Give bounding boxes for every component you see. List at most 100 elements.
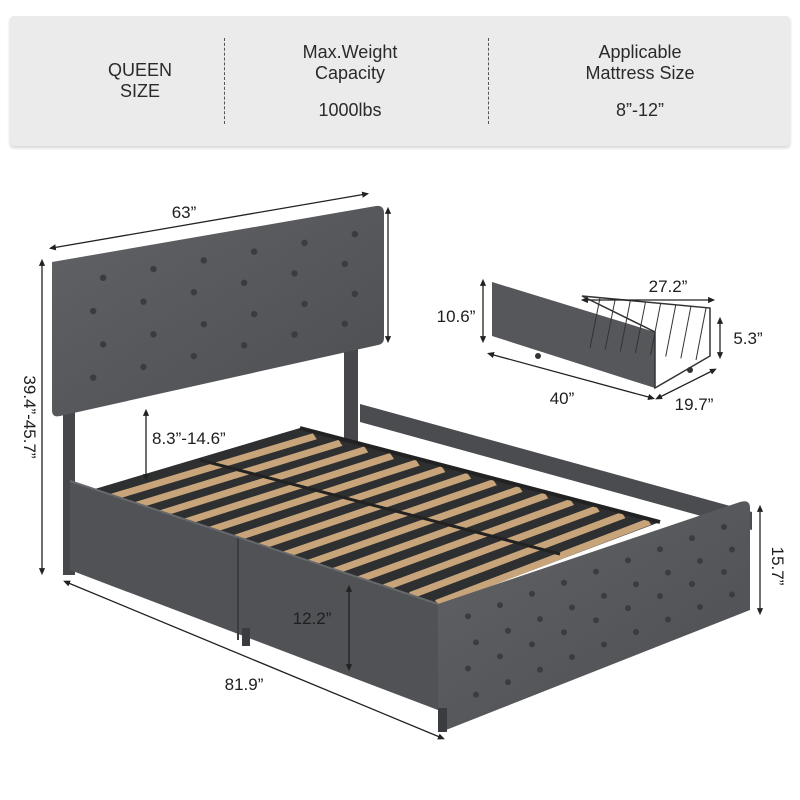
footboard-tuft [537,666,543,673]
footboard-tuft [497,602,503,609]
dim-overall-height: 39.4”-45.7” [20,375,39,458]
tufted-headboard [52,205,384,417]
wood-slat [357,499,574,583]
headboard-tuft [351,290,359,298]
wood-slat [435,518,652,607]
wood-slat [409,512,626,599]
dim-headboard-adjust: 8.3”-14.6” [152,429,226,448]
headboard-tuft [140,363,147,371]
footboard-tuft [697,603,703,610]
footboard-tuft [729,546,735,553]
wood-slat [175,453,394,528]
headboard-tuft [291,331,298,338]
footboard-tuft [633,581,639,588]
footboard-tuft [569,604,575,611]
footboard-tuft [529,641,535,648]
footboard-tuft [665,616,671,623]
headboard-tuft [150,331,157,338]
footboard-tuft [561,579,567,586]
spec-mattress-value: 8”-12” [615,99,664,120]
headboard-tuft [150,265,157,273]
wood-slat [253,472,472,552]
headboard-tuft [240,279,248,287]
footboard-tuft [569,654,575,661]
wood-slat [279,479,497,559]
dim-footboard-height: 15.7” [768,547,787,586]
dim-drawer-depth: 27.2” [649,277,688,296]
footboard-tuft [529,590,535,597]
footboard-tuft [625,605,631,612]
headboard-tuft [291,270,298,277]
wood-slat [97,433,317,504]
footboard-tuft [505,627,511,634]
headboard-tuft [89,307,97,315]
footboard-tuft [593,568,599,575]
dim-drawer-height: 10.6” [437,307,476,326]
headboard-tuft [250,248,258,255]
footboard-tuft [473,639,479,646]
headboard-tuft [250,310,258,318]
wood-slat [227,466,446,544]
headboard-tuft [341,320,349,327]
footboard-tuft [721,523,727,530]
rear-side-rail [360,404,752,530]
footboard-tuft [537,616,543,623]
footboard-tuft [465,665,471,672]
spec-divider-2 [488,38,489,124]
wood-slats [78,426,661,607]
footboard-tuft [689,581,695,588]
footboard-tuft [497,653,503,660]
basket-wire [589,297,601,349]
wood-slat [383,505,600,591]
headboard-tuft [99,341,107,348]
basket-wire [695,307,707,361]
headboard-tuft [190,352,198,360]
storage-drawer [492,282,711,390]
footboard-tuft [625,557,631,564]
footboard-tuft [665,569,671,576]
dim-bed-length: 81.9” [225,675,264,694]
dim-drawer-basket-height: 5.3” [733,329,763,348]
headboard-tuft [200,257,208,264]
footboard-tuft [721,568,727,575]
headboard-tuft [341,260,349,268]
wood-slat [123,439,343,512]
dim-drawer-length: 40” [550,389,575,408]
footboard-tuft [657,593,663,600]
basket-wire [634,302,646,354]
headboard-tuft [99,274,107,282]
footboard-tuft [593,617,599,624]
basket-wire [650,303,662,355]
basket-wire [680,306,692,359]
headboard-tuft [190,289,198,296]
spec-weight-value: 1000lbs [318,99,382,120]
headboard-tuft [301,300,308,308]
dim-side-rail-height: 12.2” [293,609,332,628]
wood-slat [331,492,549,575]
basket-wire [619,300,631,352]
basket-wire [665,305,677,357]
footboard-tuft [633,629,639,636]
footboard-tuft [657,546,663,553]
footboard-tuft [465,613,471,620]
basket-wire [604,299,616,350]
wood-slat [305,485,523,567]
footboard-tuft [561,629,567,636]
footboard-tuft [729,591,735,598]
dim-drawer-width: 19.7” [675,395,714,414]
footboard-tuft [601,641,607,648]
footboard-tuft [505,679,511,686]
wood-slat [149,446,369,520]
footboard-tuft [697,558,703,565]
headboard-tuft [351,230,359,238]
spec-divider-1 [224,38,225,124]
wood-slat [201,459,420,536]
